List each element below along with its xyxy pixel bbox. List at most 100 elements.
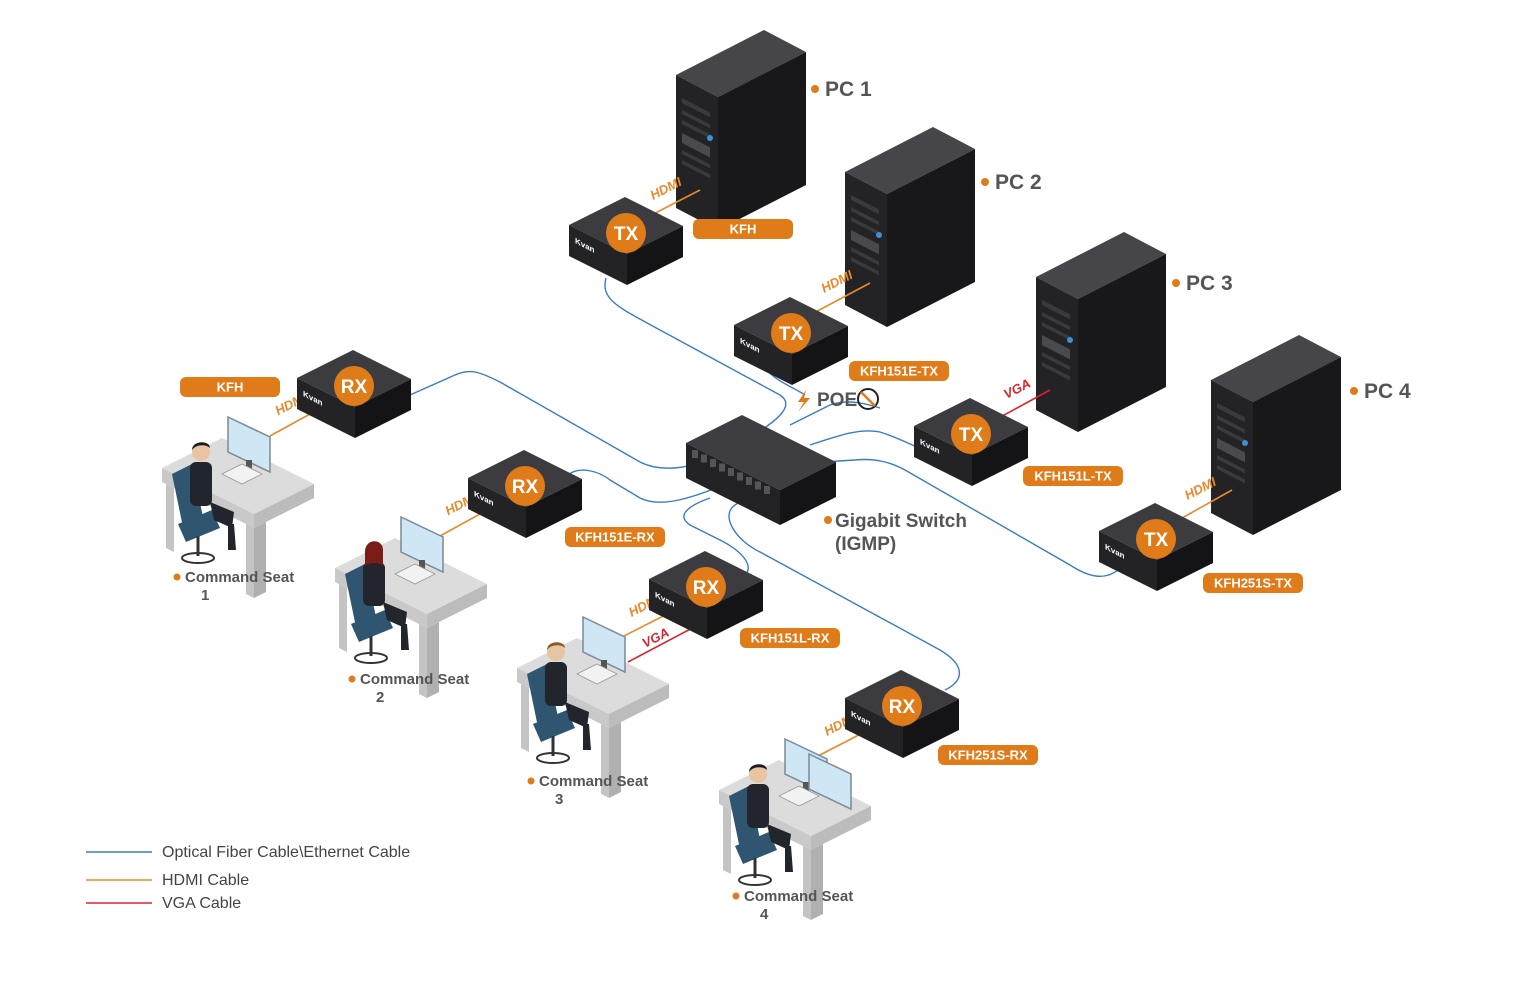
torso (747, 784, 769, 828)
rx-model-tag: KFH151E-RX (565, 527, 665, 547)
switch-port (701, 454, 707, 463)
pc-label: PC 3 (1186, 272, 1233, 295)
pc-tower-shape (676, 30, 806, 230)
torso (190, 462, 212, 506)
badge-circle (771, 313, 811, 353)
monitor-screen (582, 615, 626, 674)
hdmi-cable (809, 282, 871, 316)
model-tag-text: KFH (730, 222, 757, 237)
seat-bullet (348, 675, 356, 683)
chair-back (729, 786, 761, 854)
lower-legs (228, 524, 236, 550)
hair (547, 642, 565, 650)
head (192, 443, 210, 461)
head (547, 643, 565, 661)
operator (729, 764, 793, 886)
pc-label: PC 4 (1364, 380, 1411, 403)
hair (365, 541, 383, 566)
pc-tower (1036, 232, 1166, 432)
pc-bullet (811, 85, 819, 93)
switch-side (780, 462, 836, 525)
pc-tower-shape (1211, 335, 1341, 535)
badge-text: RX (693, 578, 720, 599)
badge-circle (882, 686, 922, 726)
badge-text: RX (341, 377, 368, 398)
badge-circle (951, 414, 991, 454)
badge-circle (1136, 519, 1176, 559)
legend-label: Optical Fiber Cable\Ethernet Cable (162, 844, 410, 861)
head (749, 765, 767, 783)
chair-back (172, 464, 204, 532)
badge-circle (686, 567, 726, 607)
seat-bullet (732, 892, 740, 900)
model-tag-bg (1023, 466, 1123, 486)
model-tag-text: KFH251S-TX (1214, 576, 1292, 591)
switch-port (728, 468, 734, 476)
seat-number: 4 (760, 906, 769, 923)
seat-label: Command Seat (539, 773, 648, 790)
vga-cable (994, 389, 1051, 421)
legend-item: Optical Fiber Cable\Ethernet Cable (86, 844, 410, 861)
switch-bullet (824, 516, 832, 524)
model-tag-text: KFH151L-RX (751, 631, 830, 646)
keyboard (576, 663, 618, 685)
fiber-cable (789, 401, 881, 426)
lower-legs (401, 624, 409, 650)
seat-number: 3 (555, 791, 563, 808)
lower-legs (785, 846, 793, 872)
monitor-stand (601, 660, 607, 672)
pc-label: PC 1 (825, 78, 872, 101)
command-desk (517, 615, 669, 798)
pc-tower (676, 30, 806, 230)
pc-tower-shape (1036, 232, 1166, 432)
seat-label: Command Seat (185, 569, 294, 586)
vga-cable (627, 624, 699, 663)
chair-base (181, 552, 215, 564)
legs (767, 824, 791, 850)
fiber-cable (604, 277, 787, 441)
tx-model-tag: KFH251S-TX (1203, 573, 1303, 593)
monitor-stand (803, 782, 809, 794)
switch-port (692, 450, 698, 458)
hdmi-cable (1174, 489, 1233, 523)
monitor (784, 737, 852, 811)
monitor (400, 515, 444, 574)
rx-model-tag: KFH151L-RX (740, 628, 840, 648)
pc-bullet (1172, 279, 1180, 287)
chair-base (354, 652, 388, 664)
torso (363, 562, 385, 606)
monitor-screen (227, 415, 271, 474)
vga-cable-label: VGA (1001, 376, 1033, 402)
no-power-slash (860, 391, 876, 407)
torso (545, 662, 567, 706)
legend-item: VGA Cable (86, 895, 241, 912)
model-tag-bg (180, 377, 280, 397)
command-desk (719, 737, 871, 920)
legend-label: HDMI Cable (162, 872, 249, 889)
legs (210, 502, 234, 528)
switch-port (755, 481, 761, 490)
switch-sublabel: (IGMP) (835, 534, 896, 555)
badge-circle (505, 466, 545, 506)
badge-circle (334, 366, 374, 406)
operator (527, 642, 591, 764)
model-tag-bg (740, 628, 840, 648)
pc-tower (845, 127, 975, 327)
seat-bullet (173, 573, 181, 581)
poe-label: POE (817, 390, 857, 411)
keyboard (394, 563, 436, 585)
legend-label: VGA Cable (162, 895, 241, 912)
rx-model-tag: KFH251S-RX (938, 745, 1038, 765)
hair (749, 764, 767, 772)
model-tag-bg (849, 361, 949, 381)
model-tag-bg (938, 745, 1038, 765)
badge-text: TX (779, 324, 804, 345)
legs (383, 602, 407, 628)
fiber-cable (728, 491, 961, 691)
seat-label: Command Seat (744, 888, 853, 905)
